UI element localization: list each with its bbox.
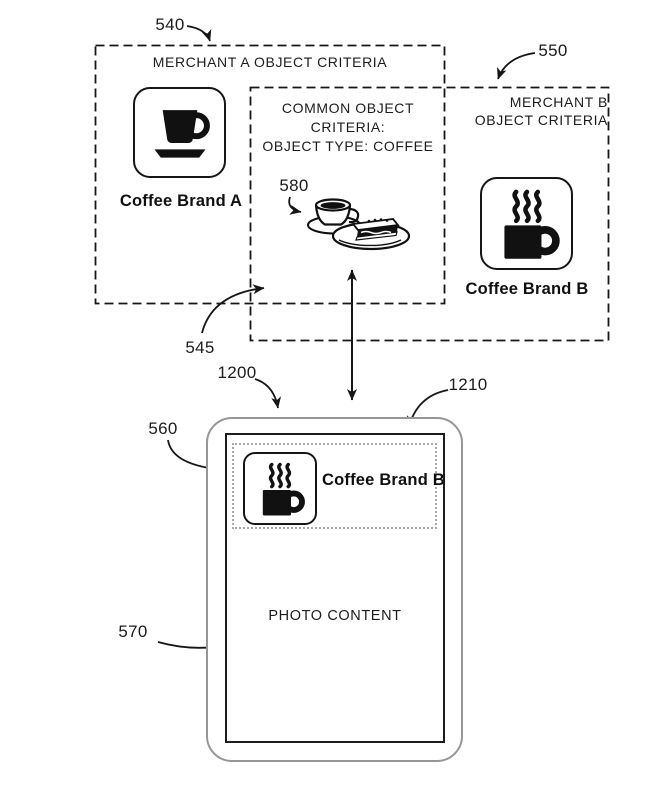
common-criteria-line1: COMMON OBJECT xyxy=(281,100,415,116)
ref-545-label: 545 xyxy=(185,338,215,357)
merchant-a-dashed-box xyxy=(94,44,446,305)
merchant-b-dashed-box xyxy=(249,86,610,342)
coffee-cup-saucer-icon xyxy=(153,109,210,158)
coffee-brand-a-logo xyxy=(133,87,226,178)
ref-540-label: 540 xyxy=(155,15,185,34)
ref-545-arrow xyxy=(201,284,265,334)
ref-550-arrow xyxy=(497,52,536,80)
ref-1210-label: 1210 xyxy=(448,375,488,394)
banner-coffee-logo xyxy=(243,452,317,525)
merchant-a-title: MERCHANT A OBJECT CRITERIA xyxy=(152,54,388,70)
common-criteria-line3: OBJECT TYPE: COFFEE xyxy=(262,138,434,154)
ref-580-arrow xyxy=(288,196,302,215)
merchant-b-title-line1: MERCHANT B xyxy=(509,94,608,110)
banner-brand-label: Coffee Brand B xyxy=(322,471,445,489)
ref-1200-arrow xyxy=(254,378,282,409)
banner-coffee-mug-steam-icon xyxy=(262,462,305,515)
coffee-mug-steam-icon xyxy=(503,189,560,259)
ref-1200-label: 1200 xyxy=(217,363,257,382)
ref-570-label: 570 xyxy=(118,622,148,641)
coffee-brand-b-label: Coffee Brand B xyxy=(465,280,589,298)
ref-550-label: 550 xyxy=(538,41,568,60)
ref-540-arrow xyxy=(186,25,212,42)
photo-content-label: PHOTO CONTENT xyxy=(268,608,402,624)
ref-580-label: 580 xyxy=(279,176,309,195)
coffee-and-cake-illustration xyxy=(307,198,411,251)
ref-560-label: 560 xyxy=(148,419,178,438)
coffee-brand-b-logo xyxy=(480,177,573,270)
common-criteria-line2: CRITERIA: xyxy=(310,119,386,135)
coffee-brand-a-label: Coffee Brand A xyxy=(119,192,243,210)
merchant-b-title-line2: OBJECT CRITERIA xyxy=(474,112,608,128)
